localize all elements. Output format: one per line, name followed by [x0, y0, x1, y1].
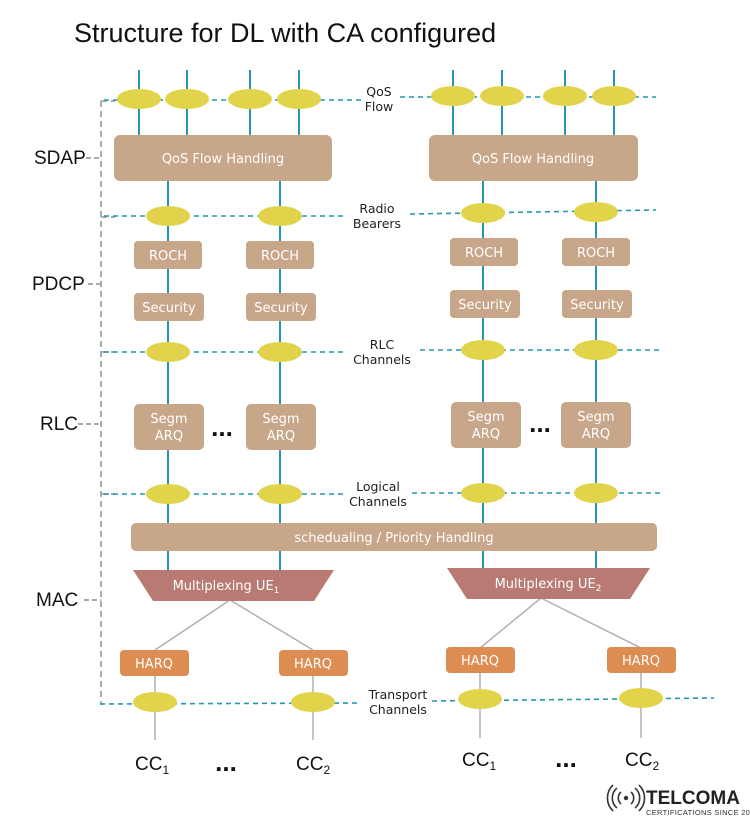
segm-arq-box-4-line2: ARQ — [582, 427, 610, 442]
broadcast-icon — [606, 784, 646, 812]
carrier-cc2-left: CC2 — [296, 754, 330, 777]
carrier-ellipsis-left: ... — [215, 747, 237, 777]
multiplexing-ue2-main: Multiplexing UE — [495, 577, 596, 592]
security-box-4: Security — [562, 290, 632, 318]
segm-arq-box-2-line2: ARQ — [267, 429, 295, 444]
security-box-3-label: Security — [458, 298, 512, 313]
layer-label-rlc: RLC — [40, 414, 78, 435]
security-box-1-label: Security — [142, 301, 196, 316]
harq-box-2: HARQ — [279, 650, 348, 676]
carrier-cc1-right-main: CC — [462, 750, 489, 771]
channel-ellipses — [117, 86, 663, 712]
security-box-3: Security — [450, 290, 520, 318]
qos-flow-handling-right-label: QoS Flow Handling — [472, 152, 594, 167]
flow-lines — [99, 96, 715, 705]
multiplexing-ue2-label: Multiplexing UE2 — [495, 577, 602, 594]
scheduling-priority-label: schedualing / Priority Handling — [294, 531, 493, 546]
scheduling-priority-bar: schedualing / Priority Handling — [131, 523, 657, 551]
carrier-cc1-right-sub: 1 — [489, 759, 496, 773]
qos-flow-label-1: QoS — [366, 84, 391, 99]
rlc-channels-label-2: Channels — [353, 352, 411, 367]
transport-channels-label-1: Transport — [368, 687, 428, 702]
segm-arq-box-3-line2: ARQ — [472, 427, 500, 442]
segm-arq-box-4: Segm ARQ — [561, 402, 631, 448]
brand-name: TELCOMA — [646, 788, 740, 809]
rlc-ellipsis-left: ... — [211, 412, 233, 442]
multiplexing-ue1-sub: 1 — [274, 586, 280, 596]
carrier-ellipsis-right: ... — [555, 743, 577, 773]
radio-bearers-label-1: Radio — [359, 201, 394, 216]
harq-box-3-label: HARQ — [461, 654, 499, 669]
segm-arq-box-3: Segm ARQ — [451, 402, 521, 448]
radio-bearers-label-2: Bearers — [353, 216, 401, 231]
segm-arq-box-3-line1: Segm — [467, 410, 504, 425]
security-box-2-label: Security — [254, 301, 308, 316]
segm-arq-box-1-line2: ARQ — [155, 429, 183, 444]
telcoma-logo: TELCOMA CERTIFICATIONS SINCE 2009 — [606, 784, 750, 817]
carrier-cc2-left-main: CC — [296, 754, 323, 775]
security-box-1: Security — [134, 293, 204, 321]
qos-flow-handling-left-label: QoS Flow Handling — [162, 152, 284, 167]
multiplexing-ue1-main: Multiplexing UE — [173, 579, 274, 594]
roch-box-3: ROCH — [450, 238, 518, 266]
segm-arq-box-2-line1: Segm — [262, 412, 299, 427]
layer-bracket — [78, 100, 115, 705]
harq-box-4: HARQ — [607, 647, 676, 673]
carrier-cc2-right: CC2 — [625, 750, 659, 773]
security-box-4-label: Security — [570, 298, 624, 313]
qos-flow-handling-right: QoS Flow Handling — [429, 135, 638, 181]
security-box-2: Security — [246, 293, 316, 321]
layer-label-pdcp: PDCP — [32, 274, 85, 295]
roch-box-4-label: ROCH — [577, 246, 615, 261]
page-title: Structure for DL with CA configured — [74, 18, 496, 48]
segm-arq-box-1: Segm ARQ — [134, 404, 204, 450]
roch-box-1: ROCH — [134, 241, 202, 269]
rlc-channels-label-1: RLC — [370, 337, 395, 352]
roch-box-3-label: ROCH — [465, 246, 503, 261]
multiplexing-ue2-sub: 2 — [596, 584, 602, 594]
carrier-cc2-left-sub: 2 — [323, 763, 330, 777]
harq-box-1: HARQ — [120, 650, 189, 676]
harq-box-4-label: HARQ — [622, 654, 660, 669]
roch-box-4: ROCH — [562, 238, 630, 266]
qos-flow-label-2: Flow — [365, 99, 394, 114]
carrier-cc1-left: CC1 — [135, 754, 169, 777]
multiplexing-ue1: Multiplexing UE1 — [133, 570, 334, 601]
carrier-cc2-right-sub: 2 — [652, 759, 659, 773]
carrier-cc1-left-sub: 1 — [162, 763, 169, 777]
segm-arq-box-2: Segm ARQ — [246, 404, 316, 450]
roch-box-2-label: ROCH — [261, 249, 299, 264]
segm-arq-box-4-line1: Segm — [577, 410, 614, 425]
brand-tagline: CERTIFICATIONS SINCE 2009 — [646, 808, 750, 817]
harq-box-3: HARQ — [446, 647, 515, 673]
layer-label-mac: MAC — [36, 590, 78, 611]
multiplexing-ue1-label: Multiplexing UE1 — [173, 579, 280, 596]
carrier-connectors — [154, 597, 642, 740]
carrier-cc2-right-main: CC — [625, 750, 652, 771]
harq-box-1-label: HARQ — [135, 657, 173, 672]
segm-arq-box-1-line1: Segm — [150, 412, 187, 427]
transport-channels-label-2: Channels — [369, 702, 427, 717]
roch-box-1-label: ROCH — [149, 249, 187, 264]
carrier-cc1-right: CC1 — [462, 750, 496, 773]
roch-box-2: ROCH — [246, 241, 314, 269]
qos-flow-handling-left: QoS Flow Handling — [114, 135, 332, 181]
logical-channels-label-2: Channels — [349, 494, 407, 509]
logical-channels-label-1: Logical — [356, 479, 400, 494]
rlc-ellipsis-right: ... — [529, 408, 551, 438]
layer-label-sdap: SDAP — [34, 148, 86, 169]
harq-box-2-label: HARQ — [294, 657, 332, 672]
multiplexing-ue2: Multiplexing UE2 — [447, 568, 650, 599]
carrier-cc1-left-main: CC — [135, 754, 162, 775]
